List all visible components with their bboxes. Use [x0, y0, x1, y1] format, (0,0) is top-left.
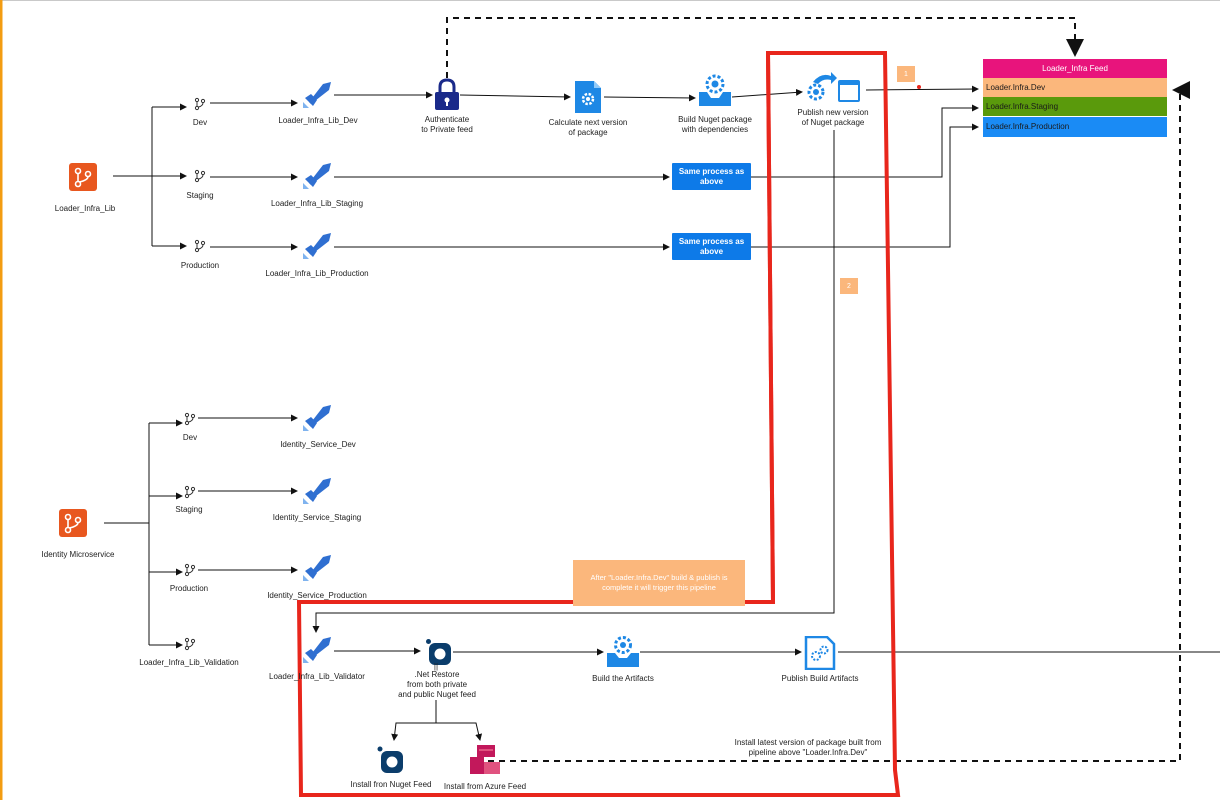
lib-pipeline-staging: Loader_Infra_Lib_Staging	[270, 199, 364, 208]
branch-icon	[194, 169, 206, 183]
restore-step-label: .Net Restore from both private and publi…	[398, 670, 476, 699]
lib-connectors	[113, 85, 979, 633]
dotnet-restore-icon	[426, 639, 451, 665]
pipeline-icon[interactable]	[301, 80, 333, 110]
service-pipeline-dev: Identity_Service_Dev	[280, 440, 356, 449]
service-branch-dev: Dev	[182, 433, 198, 442]
build-step-label: Build Nuget package with dependencies	[678, 115, 752, 134]
service-repo-label: Identity Microservice	[41, 550, 115, 559]
feed-row-production[interactable]: Loader.Infra.Production	[983, 117, 1167, 137]
red-dot	[917, 85, 921, 89]
lock-icon	[435, 78, 459, 110]
auth-step-label: Authenticate to Private feed	[421, 115, 473, 134]
feed-row-staging[interactable]: Loader.Infra.Staging	[983, 97, 1167, 116]
service-branch-validation: Loader_Infra_Lib_Validation	[139, 658, 239, 667]
lib-branch-dev: Dev	[192, 118, 208, 127]
azure-artifacts-icon	[470, 745, 500, 774]
restore-tick: ||	[433, 662, 439, 671]
branch-icon	[184, 637, 196, 651]
publish-artifacts-label: Publish Build Artifacts	[781, 674, 859, 683]
lib-branch-production: Production	[180, 261, 220, 270]
same-process-box-staging: Same process as above	[672, 163, 751, 190]
pipeline-icon[interactable]	[301, 161, 333, 191]
branch-icon	[184, 563, 196, 577]
step-badge-2: 2	[840, 278, 858, 294]
git-repo-icon[interactable]	[57, 507, 89, 539]
build-artifacts-label: Build the Artifacts	[592, 674, 654, 683]
service-branch-staging: Staging	[175, 505, 203, 514]
git-repo-icon[interactable]	[67, 161, 99, 193]
branch-icon	[194, 239, 206, 253]
same-process-box-production: Same process as above	[672, 233, 751, 260]
dashed-loops	[446, 17, 1190, 762]
azure-feed-label: Install from Azure Feed	[443, 782, 527, 791]
lib-repo-label: Loader_Infra_Lib	[54, 204, 116, 213]
pipeline-icon[interactable]	[301, 403, 333, 433]
calc-step-label: Calculate next version of package	[548, 118, 628, 137]
trigger-note: After "Loader.Infra.Dev" build & publish…	[573, 560, 745, 606]
service-pipeline-validator: Loader_Infra_Lib_Validator	[269, 672, 365, 681]
service-pipeline-production: Identity_Service_Production	[267, 591, 367, 600]
pipeline-icon[interactable]	[301, 231, 333, 261]
publish-step-label: Publish new version of Nuget package	[797, 108, 869, 127]
branch-icon	[184, 412, 196, 426]
service-connectors	[104, 414, 1220, 741]
branch-icon	[194, 97, 206, 111]
service-pipeline-staging: Identity_Service_Staging	[272, 513, 362, 522]
build-artifacts-icon	[607, 636, 639, 667]
feed-row-dev[interactable]: Loader.Infra.Dev	[983, 78, 1167, 97]
publish-artifacts-icon	[804, 636, 836, 670]
calculate-version-icon	[575, 81, 601, 113]
nuget-feed-label: Install fron Nuget Feed	[350, 780, 432, 789]
pipeline-icon[interactable]	[301, 476, 333, 506]
publish-package-icon	[807, 72, 860, 102]
feed-title: Loader_Infra Feed	[983, 59, 1167, 78]
branch-icon	[184, 485, 196, 499]
lib-branch-staging: Staging	[186, 191, 214, 200]
lib-pipeline-dev: Loader_Infra_Lib_Dev	[278, 116, 358, 125]
highlight-inner-edge	[766, 52, 775, 603]
build-package-icon	[699, 74, 731, 106]
step-badge-1: 1	[897, 66, 915, 82]
pipeline-icon[interactable]	[301, 635, 333, 665]
install-note: Install latest version of package built …	[734, 738, 882, 757]
lib-pipeline-production: Loader_Infra_Lib_Production	[265, 269, 369, 278]
service-branch-production: Production	[169, 584, 209, 593]
pipeline-icon[interactable]	[301, 553, 333, 583]
nuget-feed-icon	[377, 746, 403, 773]
